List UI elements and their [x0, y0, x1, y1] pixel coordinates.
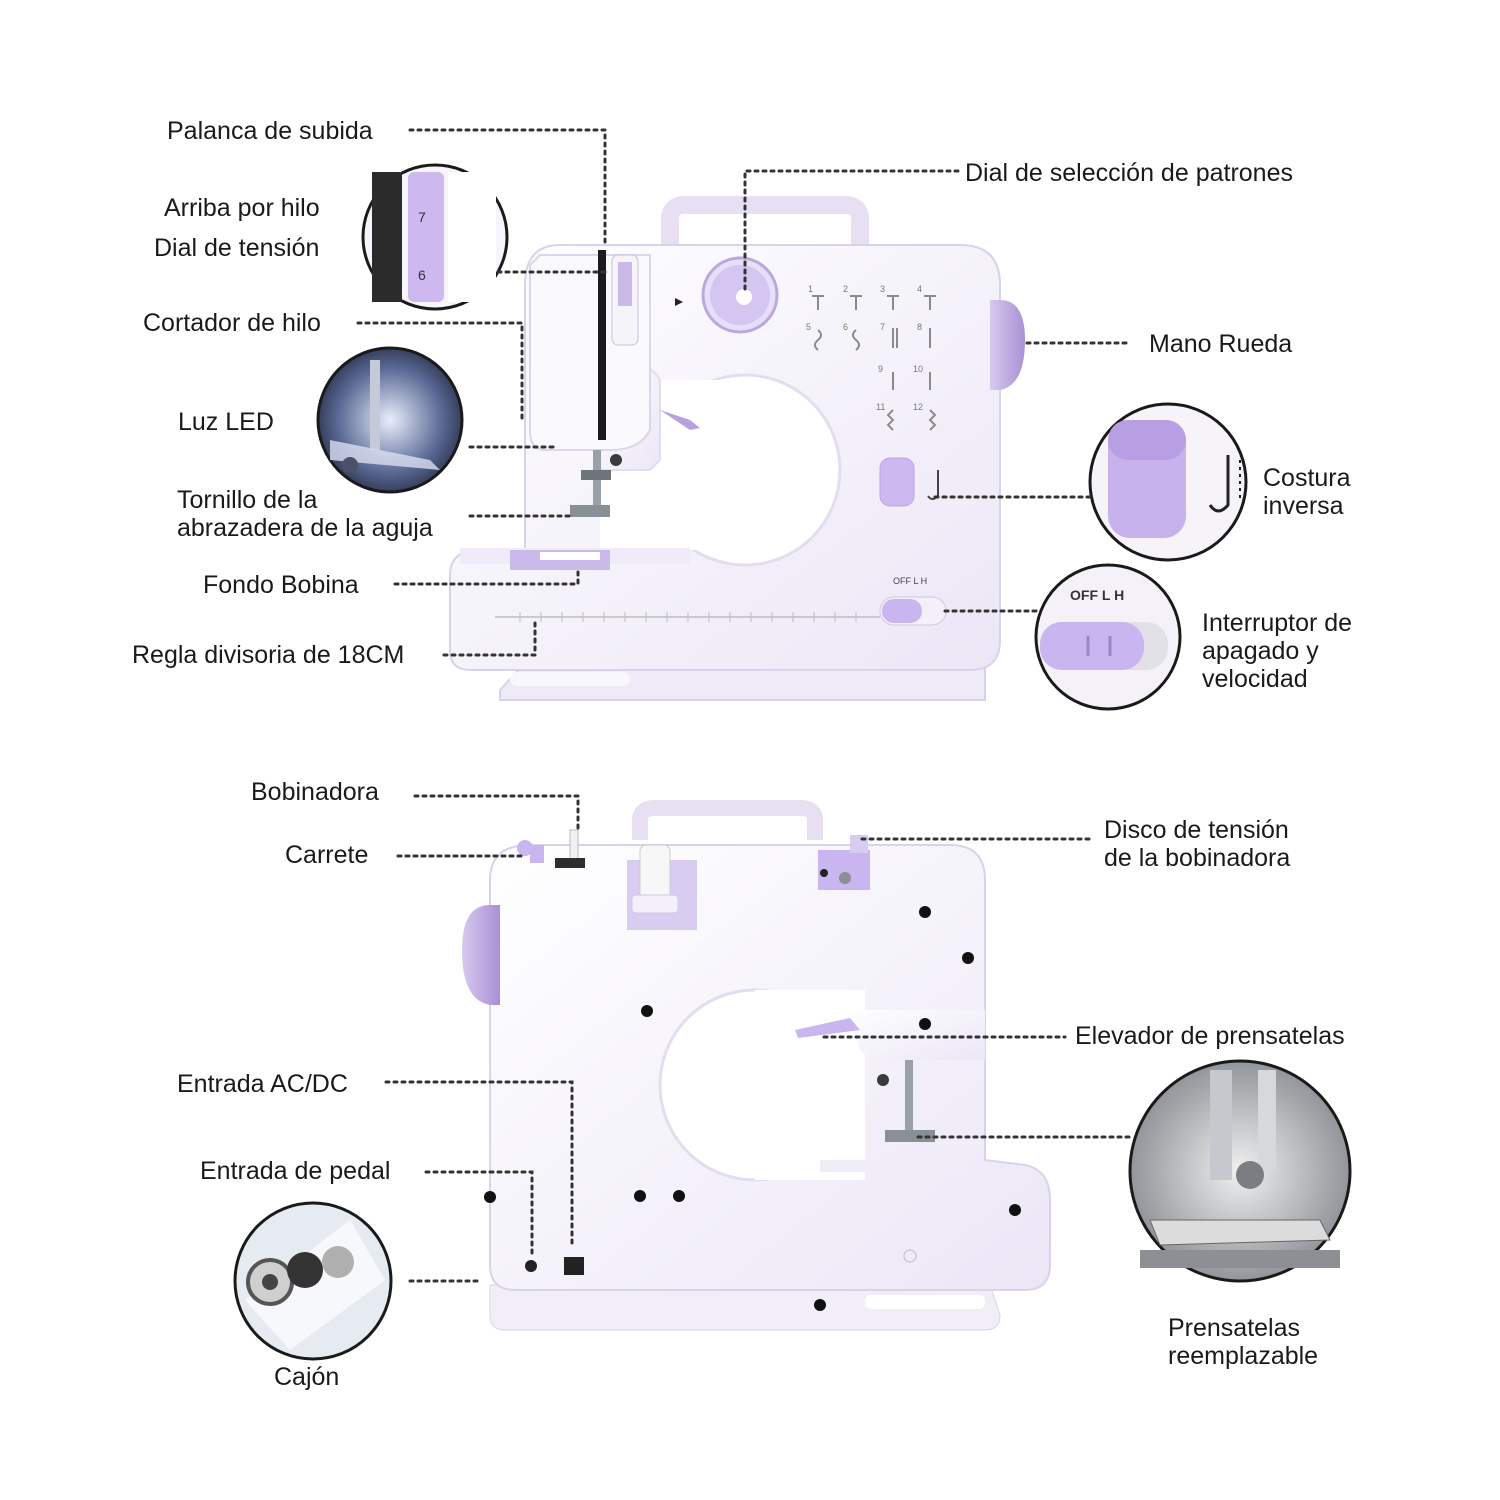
label-interruptor-2: apagado y: [1202, 637, 1319, 665]
label-costura-2: inversa: [1263, 492, 1344, 520]
label-fondo-bobina: Fondo Bobina: [203, 571, 359, 599]
drawer-zoom: [233, 1201, 393, 1361]
stitch-number: 3: [880, 284, 885, 294]
stitch-number: 10: [913, 364, 923, 374]
stitch-number: 5: [806, 322, 811, 332]
power-switch-zoom: OFF L H: [1034, 563, 1182, 711]
reverse-stitch-zoom: [1088, 402, 1248, 562]
label-prensatelas-2: reemplazable: [1168, 1342, 1319, 1370]
label-cajon: Cajón: [274, 1363, 340, 1391]
label-prensatelas-1: Prensatelas: [1168, 1314, 1301, 1342]
label-carrete: Carrete: [285, 841, 369, 869]
label-bobinadora: Bobinadora: [251, 778, 379, 806]
label-elevador: Elevador de prensatelas: [1075, 1022, 1345, 1050]
label-palanca: Palanca de subida: [167, 117, 373, 145]
stitch-number: 7: [880, 322, 885, 332]
zoom-switch-text: OFF L H: [1070, 587, 1124, 603]
dial-digit-6: 6: [418, 267, 426, 283]
label-entrada-acdc: Entrada AC/DC: [177, 1070, 348, 1098]
stitch-number: 8: [917, 322, 922, 332]
stitch-number: 9: [878, 364, 883, 374]
thread-tension-zoom: 7 6: [361, 163, 509, 311]
presser-foot-zoom: [1128, 1059, 1352, 1283]
label-dial-patrones: Dial de selección de patrones: [965, 159, 1293, 187]
leader-lines: [356, 128, 1132, 1283]
label-arriba-hilo: Arriba por hilo: [164, 194, 320, 222]
label-interruptor-3: velocidad: [1202, 665, 1308, 693]
front-machine: 1 2 3 4 5 6 7 8 9 10 11 12: [449, 196, 1025, 701]
label-costura-1: Costura: [1263, 464, 1351, 492]
stitch-number: 6: [843, 322, 848, 332]
label-luz-led: Luz LED: [178, 408, 274, 436]
stitch-number: 11: [876, 402, 885, 412]
stitch-number: 2: [843, 284, 848, 294]
stitch-number: 12: [913, 402, 923, 412]
label-tornillo-1: Tornillo de la: [177, 486, 318, 514]
switch-text: OFF L H: [893, 576, 927, 586]
label-interruptor-1: Interruptor de: [1202, 609, 1353, 637]
label-disco-1: Disco de tensión: [1104, 816, 1289, 844]
dial-digit-7: 7: [418, 209, 426, 225]
back-machine: [462, 800, 1051, 1331]
label-regla: Regla divisoria de 18CM: [132, 641, 405, 669]
stitch-number: 4: [917, 284, 922, 294]
label-disco-2: de la bobinadora: [1104, 844, 1291, 872]
label-entrada-pedal: Entrada de pedal: [200, 1157, 391, 1185]
label-cortador: Cortador de hilo: [143, 309, 321, 337]
label-dial-tension: Dial de tensión: [154, 234, 320, 262]
led-light-zoom: [316, 346, 464, 494]
label-tornillo-2: abrazadera de la aguja: [177, 514, 433, 542]
stitch-number: 1: [808, 284, 813, 294]
label-mano-rueda: Mano Rueda: [1149, 330, 1293, 358]
